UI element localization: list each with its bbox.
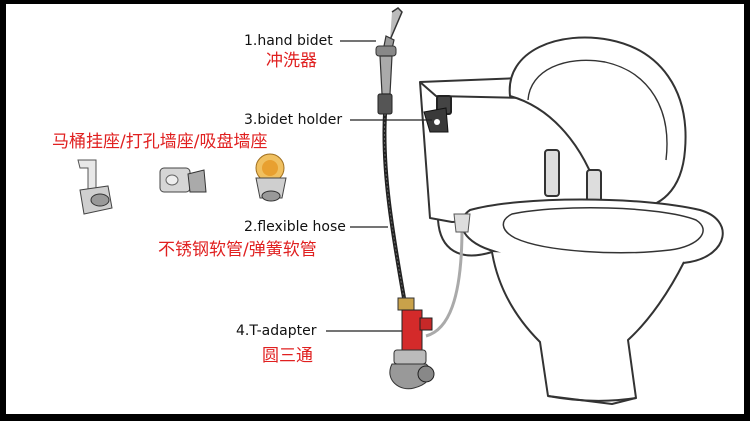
label-bidet-holder-cn: 马桶挂座/打孔墙座/吸盘墙座: [52, 132, 268, 152]
flexible-hose-line: [382, 113, 406, 299]
label-t-adapter: 4.T-adapter: [236, 323, 317, 339]
label-flexible-hose-cn: 不锈钢软管/弹簧软管: [158, 240, 317, 260]
toilet-icon: [419, 36, 724, 405]
bidet-holder-icon: [423, 107, 449, 133]
supply-line: [425, 227, 464, 338]
label-flexible-hose: 2.flexible hose: [244, 219, 346, 235]
drilled-wall-holder-icon: [159, 167, 207, 193]
wall-hook-holder-icon: [77, 159, 113, 215]
label-t-adapter-cn: 圆三通: [262, 346, 313, 366]
suction-wall-holder-icon: [255, 153, 287, 202]
t-adapter-valve-icon: [389, 297, 435, 390]
label-hand-bidet-cn: 冲洗器: [266, 51, 317, 71]
hand-bidet-sprayer-icon: [375, 7, 403, 115]
leader-lines: [326, 40, 432, 332]
label-bidet-holder: 3.bidet holder: [244, 112, 343, 128]
label-hand-bidet: 1.hand bidet: [244, 33, 333, 49]
